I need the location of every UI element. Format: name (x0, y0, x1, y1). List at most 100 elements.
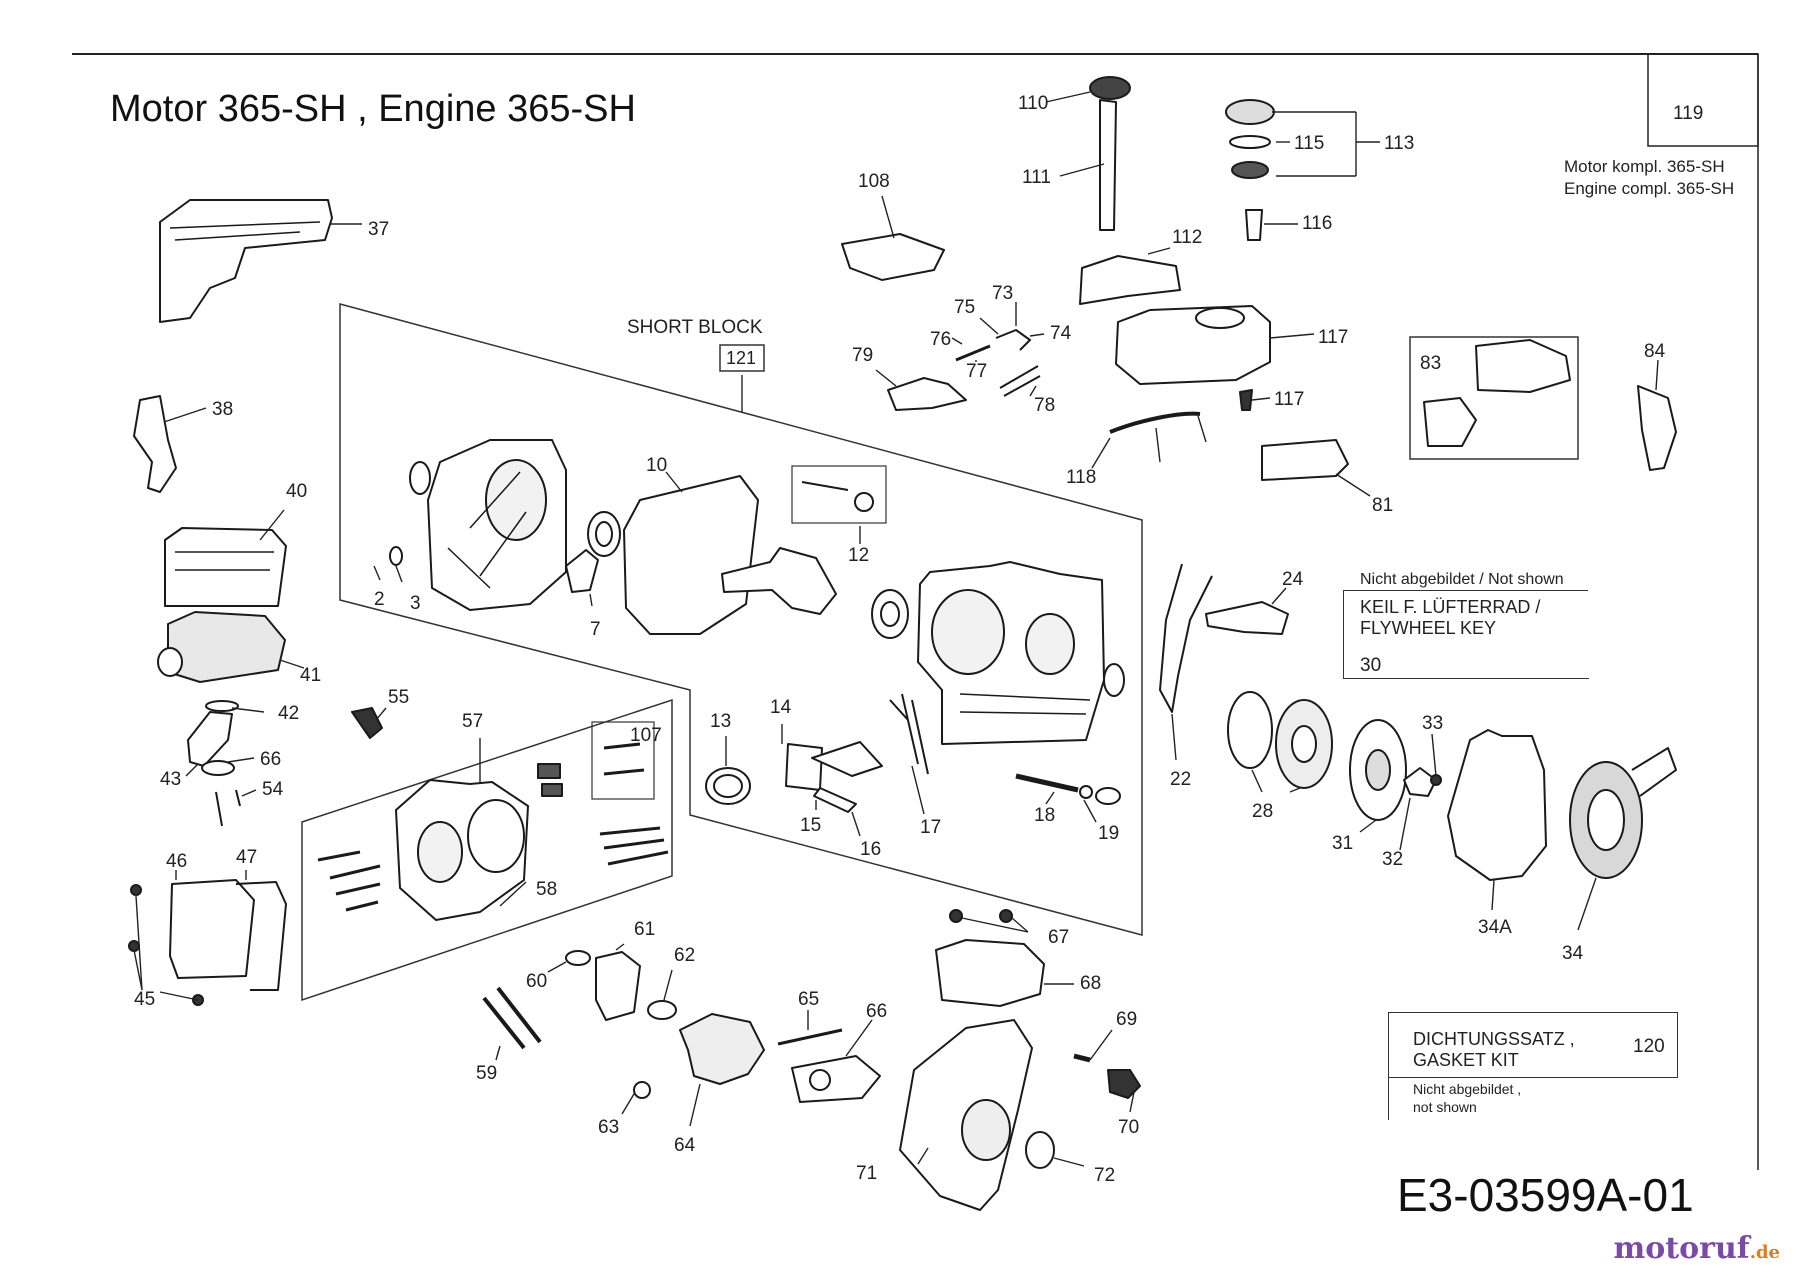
callout-7: 7 (590, 619, 601, 640)
gasket-kit-line2: GASKET KIT (1413, 1050, 1519, 1070)
callout-79: 78 (1034, 395, 1056, 416)
part-61-gasket (565, 950, 591, 966)
part-118-fuel-line (1109, 411, 1201, 434)
callout-117-left: 118 (1066, 467, 1097, 488)
callout-34: 34 (1562, 943, 1584, 964)
callout-72: 71 (856, 1163, 878, 1184)
part-58-clip (351, 707, 383, 739)
callout-18: 18 (1034, 805, 1056, 826)
callout-64: 63 (598, 1117, 620, 1138)
callout-113: 116 (1302, 213, 1333, 234)
gasket-kit-side (1388, 1076, 1389, 1120)
callout-19: 19 (1098, 823, 1120, 844)
callout-28: 28 (1252, 801, 1274, 822)
part-68-nut (949, 909, 963, 923)
part-107-cap (1089, 76, 1131, 100)
callout-73: 72 (1094, 1165, 1116, 1186)
callout-34A: 34A (1478, 917, 1512, 938)
flywheel-key-ref: 30 (1360, 655, 1382, 676)
part-83-bracket (1261, 439, 1349, 481)
part-47-valve-cover-gasket (235, 881, 287, 991)
part-70-screw (1073, 1053, 1091, 1063)
part-46-valve-cover (169, 879, 255, 979)
part-24-ignition-coil (1205, 601, 1289, 635)
callout-98: 107 (630, 725, 662, 746)
short-block-ref-box (719, 344, 765, 372)
part-113-filter (1245, 209, 1263, 241)
part-22-wire-harness (1159, 563, 1213, 713)
part-38-bracket (133, 395, 177, 493)
callout-37: 37 (368, 219, 390, 240)
callout-38: 38 (212, 399, 234, 420)
callout-63: 62 (674, 945, 696, 966)
part-59-gasket (201, 760, 235, 776)
part-110-shield (1079, 255, 1181, 305)
part-19-cap (1095, 787, 1121, 805)
leader-lines (133, 91, 1659, 1167)
part-63-gasket (647, 1000, 677, 1020)
complete-engine-line2: Engine compl. 365-SH (1564, 179, 1735, 198)
part-57-studs (215, 789, 241, 827)
part-32-starter-cup (1403, 767, 1437, 797)
callout-74: 73 (992, 283, 1014, 304)
callout-3: 3 (410, 593, 421, 614)
part-84-electric-starter (1475, 339, 1571, 393)
callout-33: 33 (1422, 713, 1444, 734)
flywheel-key-divider (1343, 590, 1588, 591)
part-33-nut (1430, 774, 1442, 786)
brand-logo[interactable]: motoruf.de (1614, 1231, 1780, 1266)
callout-58: 55 (388, 687, 410, 708)
part-112-gasket (1229, 135, 1271, 149)
flywheel-key-box (1343, 590, 1589, 679)
part-34A-blower-housing (1447, 729, 1547, 881)
part-111-fuel-cap (1225, 99, 1275, 125)
callout-65: 64 (674, 1135, 696, 1156)
callout-54: 57 (462, 711, 484, 732)
callout-31: 31 (1332, 833, 1354, 854)
valve-subbox (591, 721, 655, 800)
callout-77: 76 (930, 329, 952, 350)
callout-111: 113 (1384, 133, 1415, 154)
flywheel-key-header: Nicht abgebildet / Not shown (1360, 571, 1564, 588)
callout-68: 67 (1048, 927, 1070, 948)
callout-24: 24 (1282, 569, 1304, 590)
short-block-panel (339, 303, 1143, 936)
callout-46: 46 (166, 851, 188, 872)
callout-81: 79 (852, 345, 874, 366)
short-block-label: SHORT BLOCK (627, 317, 763, 338)
callout-66: 65 (798, 989, 820, 1010)
drawing-code: E3-03599A-01 (1397, 1169, 1694, 1221)
part-81-control (887, 377, 967, 411)
callout-67: 66 (866, 1001, 888, 1022)
callout-107: 110 (1018, 93, 1049, 114)
callout-42: 42 (278, 703, 300, 724)
flywheel-key-line2: FLYWHEEL KEY (1360, 618, 1497, 638)
part-62-intake (595, 951, 641, 1021)
gasket-kit-box (1388, 1012, 1678, 1078)
callout-62: 61 (634, 919, 656, 940)
part-14-piston (785, 743, 823, 791)
callout-47: 47 (236, 847, 258, 868)
engine-ref-box (1647, 53, 1759, 147)
part-40-muffler-cover (164, 527, 287, 607)
part-105-plate (841, 233, 945, 281)
page-title: Motor 365-SH , Engine 365-SH (110, 88, 636, 130)
part-10-gasket (623, 475, 759, 635)
part-28-flywheel-gear (1227, 691, 1273, 769)
gasket-kit-note1: Nicht abgebildet , (1413, 1081, 1522, 1097)
part-75-lever (995, 329, 1031, 351)
part-65-carburetor (679, 1013, 765, 1085)
complete-engine-ref: 119 (1673, 103, 1704, 124)
callout-116: 117 (1274, 389, 1305, 410)
part-108-dipstick-tube (1099, 99, 1117, 231)
part-71-knob (1107, 1069, 1141, 1099)
callout-10: 10 (646, 455, 668, 476)
callout-84: 83 (1420, 353, 1442, 374)
part-116-valve (1239, 389, 1253, 411)
gasket-kit-note2: not shown (1413, 1099, 1477, 1115)
callout-43: 43 (160, 769, 182, 790)
complete-engine-line1: Motor kompl. 365-SH (1564, 157, 1725, 176)
callout-78: 77 (966, 361, 988, 382)
callout-61: 60 (526, 971, 548, 992)
callout-75: 74 (1050, 323, 1072, 344)
